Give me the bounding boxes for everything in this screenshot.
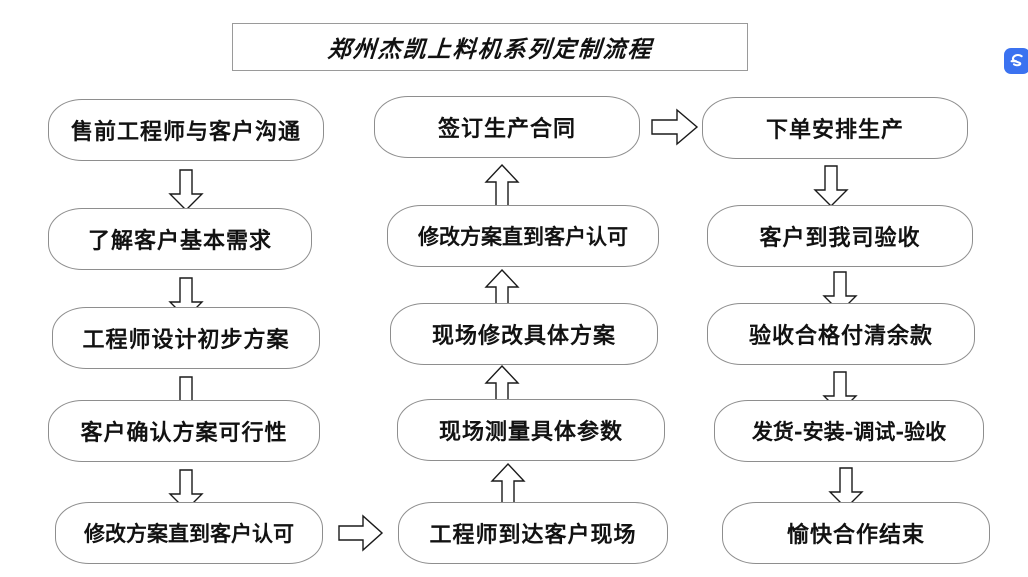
sogou-logo-icon[interactable] — [1004, 48, 1028, 74]
flow-node-c2-2[interactable]: 修改方案直到客户认可 — [387, 205, 659, 267]
right-arrow-c2-to-c3 — [650, 107, 700, 147]
flow-node-label: 售前工程师与客户沟通 — [70, 119, 301, 145]
flow-node-c2-5[interactable]: 工程师到达客户现场 — [398, 502, 668, 564]
flow-node-c1-4[interactable]: 客户确认方案可行性 — [48, 400, 320, 462]
flow-node-label: 签订生产合同 — [437, 116, 576, 142]
flow-node-c2-3[interactable]: 现场修改具体方案 — [390, 303, 658, 365]
flow-node-label: 下单安排生产 — [765, 117, 904, 143]
flow-node-label: 修改方案直到客户认可 — [84, 521, 294, 546]
flow-node-c1-2[interactable]: 了解客户基本需求 — [48, 208, 312, 270]
down-arrow-c3-4 — [826, 466, 866, 510]
flow-node-c1-3[interactable]: 工程师设计初步方案 — [52, 307, 320, 369]
flow-node-label: 发货-安装-调试-验收 — [751, 419, 947, 444]
flow-node-c1-1[interactable]: 售前工程师与客户沟通 — [48, 99, 324, 161]
flow-node-label: 愉快合作结束 — [786, 522, 925, 548]
flow-node-label: 了解客户基本需求 — [87, 228, 272, 254]
flow-node-c3-2[interactable]: 客户到我司验收 — [707, 205, 973, 267]
flow-node-c2-4[interactable]: 现场测量具体参数 — [397, 399, 665, 461]
right-arrow-c1-to-c2 — [337, 513, 385, 553]
flow-node-c1-5[interactable]: 修改方案直到客户认可 — [55, 502, 323, 564]
flow-node-label: 验收合格付清余款 — [748, 323, 933, 349]
flow-node-label: 现场修改具体方案 — [431, 323, 616, 349]
flow-node-label: 客户到我司验收 — [759, 225, 921, 251]
flow-node-c3-1[interactable]: 下单安排生产 — [702, 97, 968, 159]
chart-title-box: 郑州杰凯上料机系列定制流程 — [232, 23, 748, 71]
flow-node-c2-1[interactable]: 签订生产合同 — [374, 96, 640, 158]
flow-node-c3-3[interactable]: 验收合格付清余款 — [707, 303, 975, 365]
flow-node-label: 现场测量具体参数 — [438, 419, 623, 445]
flow-node-label: 工程师设计初步方案 — [82, 327, 290, 353]
flow-node-c3-4[interactable]: 发货-安装-调试-验收 — [714, 400, 984, 462]
page-title: 郑州杰凯上料机系列定制流程 — [326, 36, 654, 63]
down-arrow-c3-1 — [811, 164, 851, 208]
up-arrow-c2-1 — [482, 163, 522, 209]
flow-node-label: 修改方案直到客户认可 — [418, 224, 628, 249]
flow-node-label: 工程师到达客户现场 — [429, 522, 637, 548]
flow-node-label: 客户确认方案可行性 — [80, 420, 288, 446]
down-arrow-c1-1 — [166, 168, 206, 212]
flow-node-c3-5[interactable]: 愉快合作结束 — [722, 502, 990, 564]
